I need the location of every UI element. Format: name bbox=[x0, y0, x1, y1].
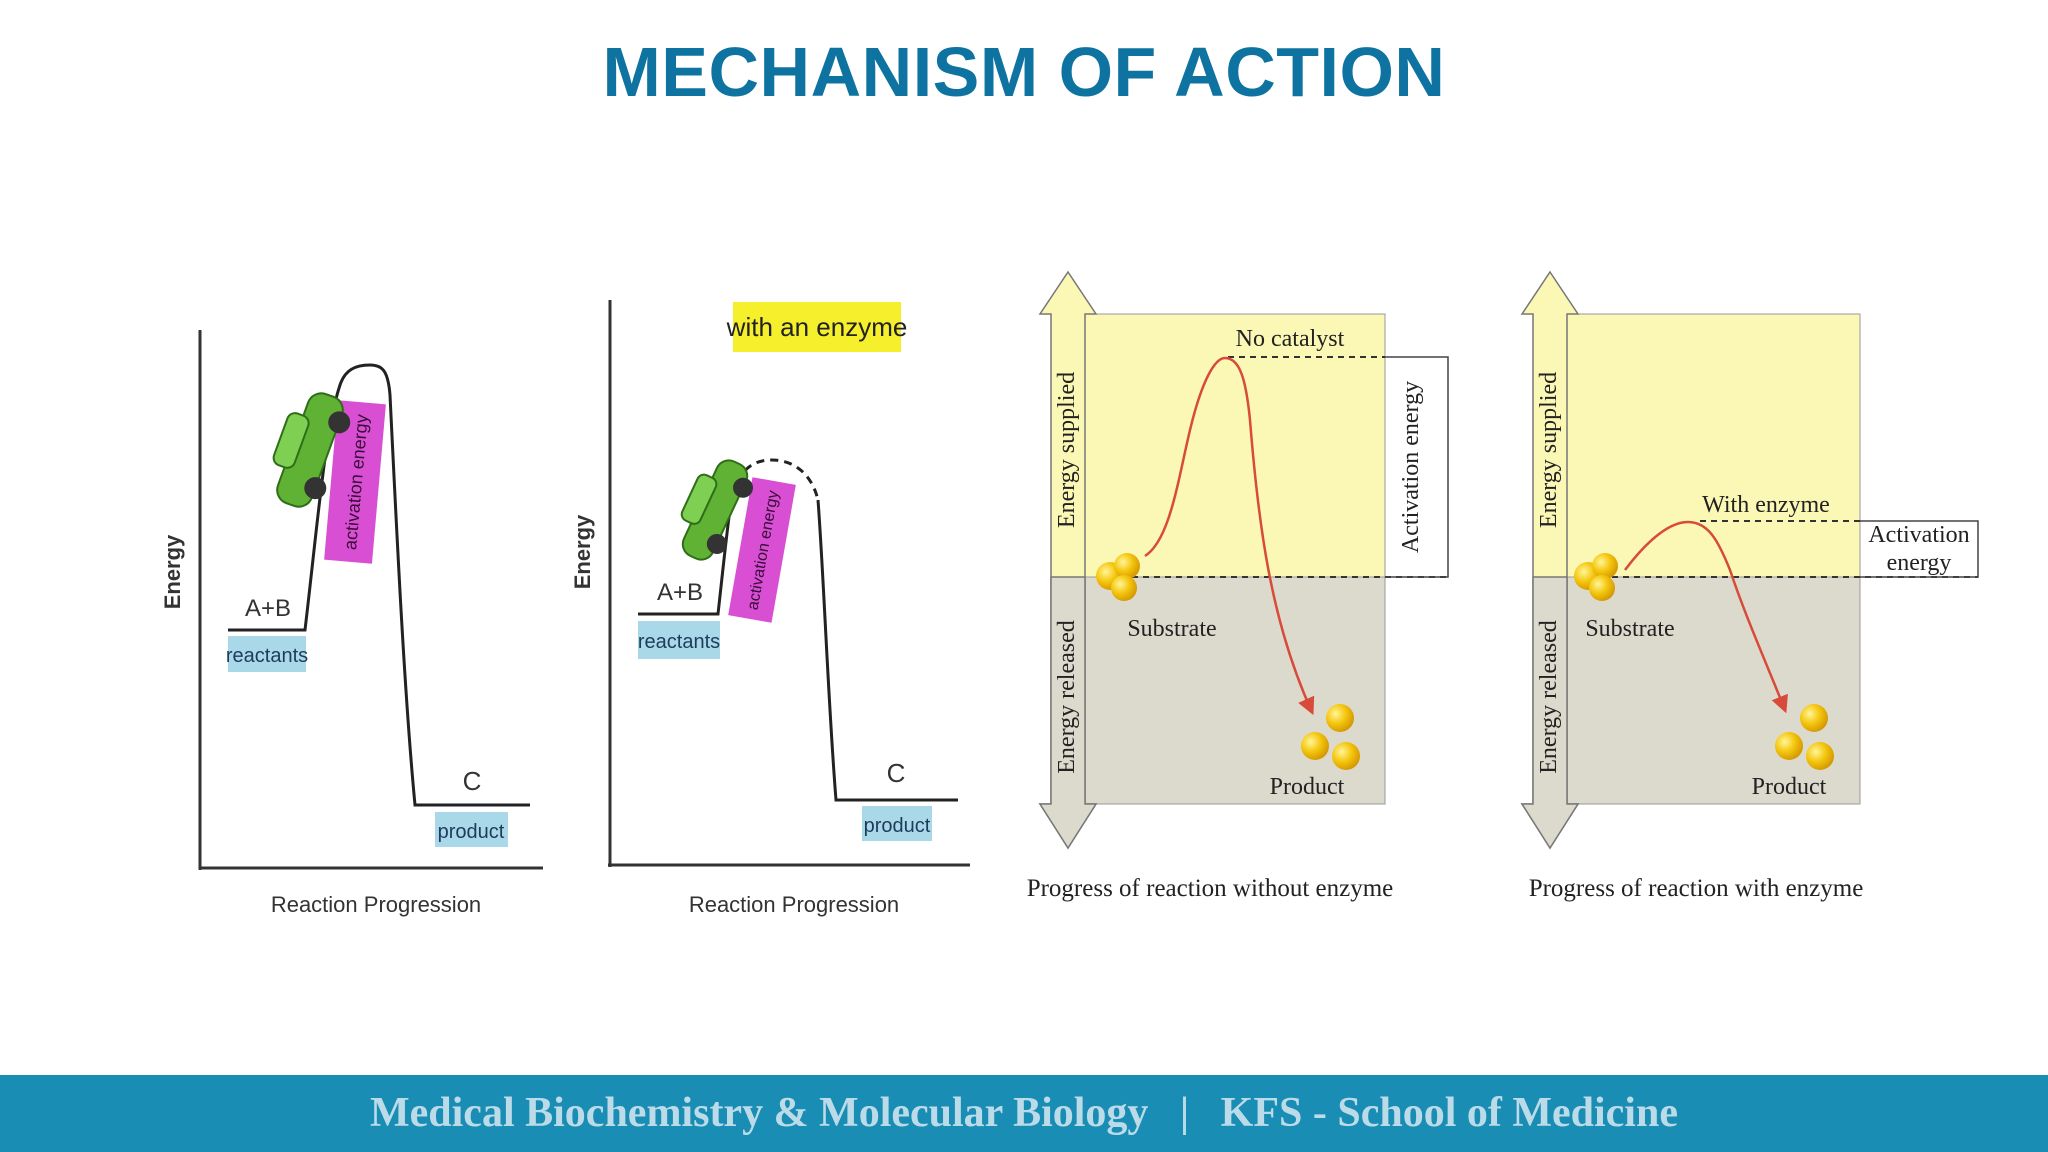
energy-diagram-with-enzyme-cartoon: with an enzyme Energy Reaction Progressi… bbox=[570, 300, 970, 917]
product-label: Product bbox=[1270, 774, 1345, 800]
energy-released-panel bbox=[1084, 576, 1386, 805]
activation-bracket bbox=[1860, 520, 1979, 578]
energy-axis-label: Energy bbox=[160, 534, 185, 609]
activation-bracket bbox=[1385, 356, 1449, 578]
energy-supplied-panel bbox=[1084, 313, 1386, 578]
with-enzyme-banner-label: with an enzyme bbox=[726, 312, 908, 342]
product-tag bbox=[435, 812, 508, 847]
energy-diagram-without-enzyme: Energy supplied Energy released Activati… bbox=[1027, 270, 1449, 902]
activation-label-line2: energy bbox=[1887, 550, 1952, 576]
caption: Progress of reaction with enzyme bbox=[1529, 875, 1864, 902]
energy-diagram-without-enzyme-cartoon: Energy Reaction Progression A+B reactant… bbox=[160, 330, 543, 917]
with-enzyme-banner bbox=[733, 302, 901, 352]
car-icon bbox=[272, 392, 351, 508]
product-tag-label: product bbox=[864, 815, 931, 837]
activation-energy-label: Activation energy bbox=[1398, 381, 1424, 553]
footer-right-text: KFS - School of Medicine bbox=[1220, 1090, 1678, 1136]
footer-bar: Medical Biochemistry & Molecular Biology… bbox=[0, 1075, 2048, 1152]
energy-released-label: Energy released bbox=[1536, 620, 1562, 773]
reactant-formula: A+B bbox=[657, 579, 703, 606]
footer-separator: | bbox=[1179, 1090, 1190, 1136]
footer-text: Medical Biochemistry & Molecular Biology… bbox=[0, 1075, 2048, 1152]
reactants-tag-label: reactants bbox=[226, 645, 308, 667]
energy-supplied-label: Energy supplied bbox=[1054, 372, 1080, 528]
caption: Progress of reaction without enzyme bbox=[1027, 875, 1394, 902]
slide-title: MECHANISM OF ACTION bbox=[602, 33, 1446, 111]
energy-curve bbox=[228, 363, 530, 807]
with-enzyme-label: With enzyme bbox=[1702, 492, 1830, 518]
energy-released-panel bbox=[1566, 576, 1861, 805]
product-molecules bbox=[1775, 704, 1834, 770]
product-letter: C bbox=[887, 758, 906, 788]
substrate-label: Substrate bbox=[1127, 616, 1216, 642]
activation-energy-tag: activation energy bbox=[728, 477, 796, 623]
activation-label-line1: Activation bbox=[1868, 522, 1969, 548]
product-tag-label: product bbox=[438, 821, 505, 843]
reactants-tag bbox=[228, 636, 306, 672]
activation-energy-tag: activation energy bbox=[324, 400, 386, 564]
energy-released-label: Energy released bbox=[1054, 620, 1080, 773]
energy-curve-drop bbox=[816, 499, 958, 802]
reactants-tag bbox=[638, 621, 720, 659]
footer-left-text: Medical Biochemistry & Molecular Biology bbox=[370, 1090, 1149, 1136]
product-tag bbox=[862, 806, 932, 841]
reactants-tag-label: reactants bbox=[638, 631, 720, 653]
energy-supplied-label: Energy supplied bbox=[1536, 372, 1562, 528]
substrate-molecule bbox=[1574, 553, 1618, 601]
reaction-curve bbox=[1144, 356, 1315, 716]
product-molecules bbox=[1301, 704, 1360, 770]
car-icon bbox=[680, 459, 754, 561]
lower-arrow-fill bbox=[1520, 576, 1580, 850]
substrate-label: Substrate bbox=[1585, 616, 1674, 642]
product-label: Product bbox=[1752, 774, 1827, 800]
substrate-molecule bbox=[1096, 553, 1140, 601]
energy-axis-label: Energy bbox=[570, 514, 595, 589]
product-letter: C bbox=[463, 766, 482, 796]
x-axis-label: Reaction Progression bbox=[689, 892, 899, 917]
lower-arrow-fill bbox=[1038, 576, 1098, 850]
energy-supplied-panel bbox=[1566, 313, 1861, 578]
x-axis-label: Reaction Progression bbox=[271, 892, 481, 917]
reaction-curve bbox=[1624, 520, 1788, 714]
energy-diagram-with-enzyme: Energy supplied Energy released Activati… bbox=[1520, 270, 1979, 902]
no-catalyst-label: No catalyst bbox=[1236, 326, 1345, 352]
reactant-formula: A+B bbox=[245, 595, 291, 622]
